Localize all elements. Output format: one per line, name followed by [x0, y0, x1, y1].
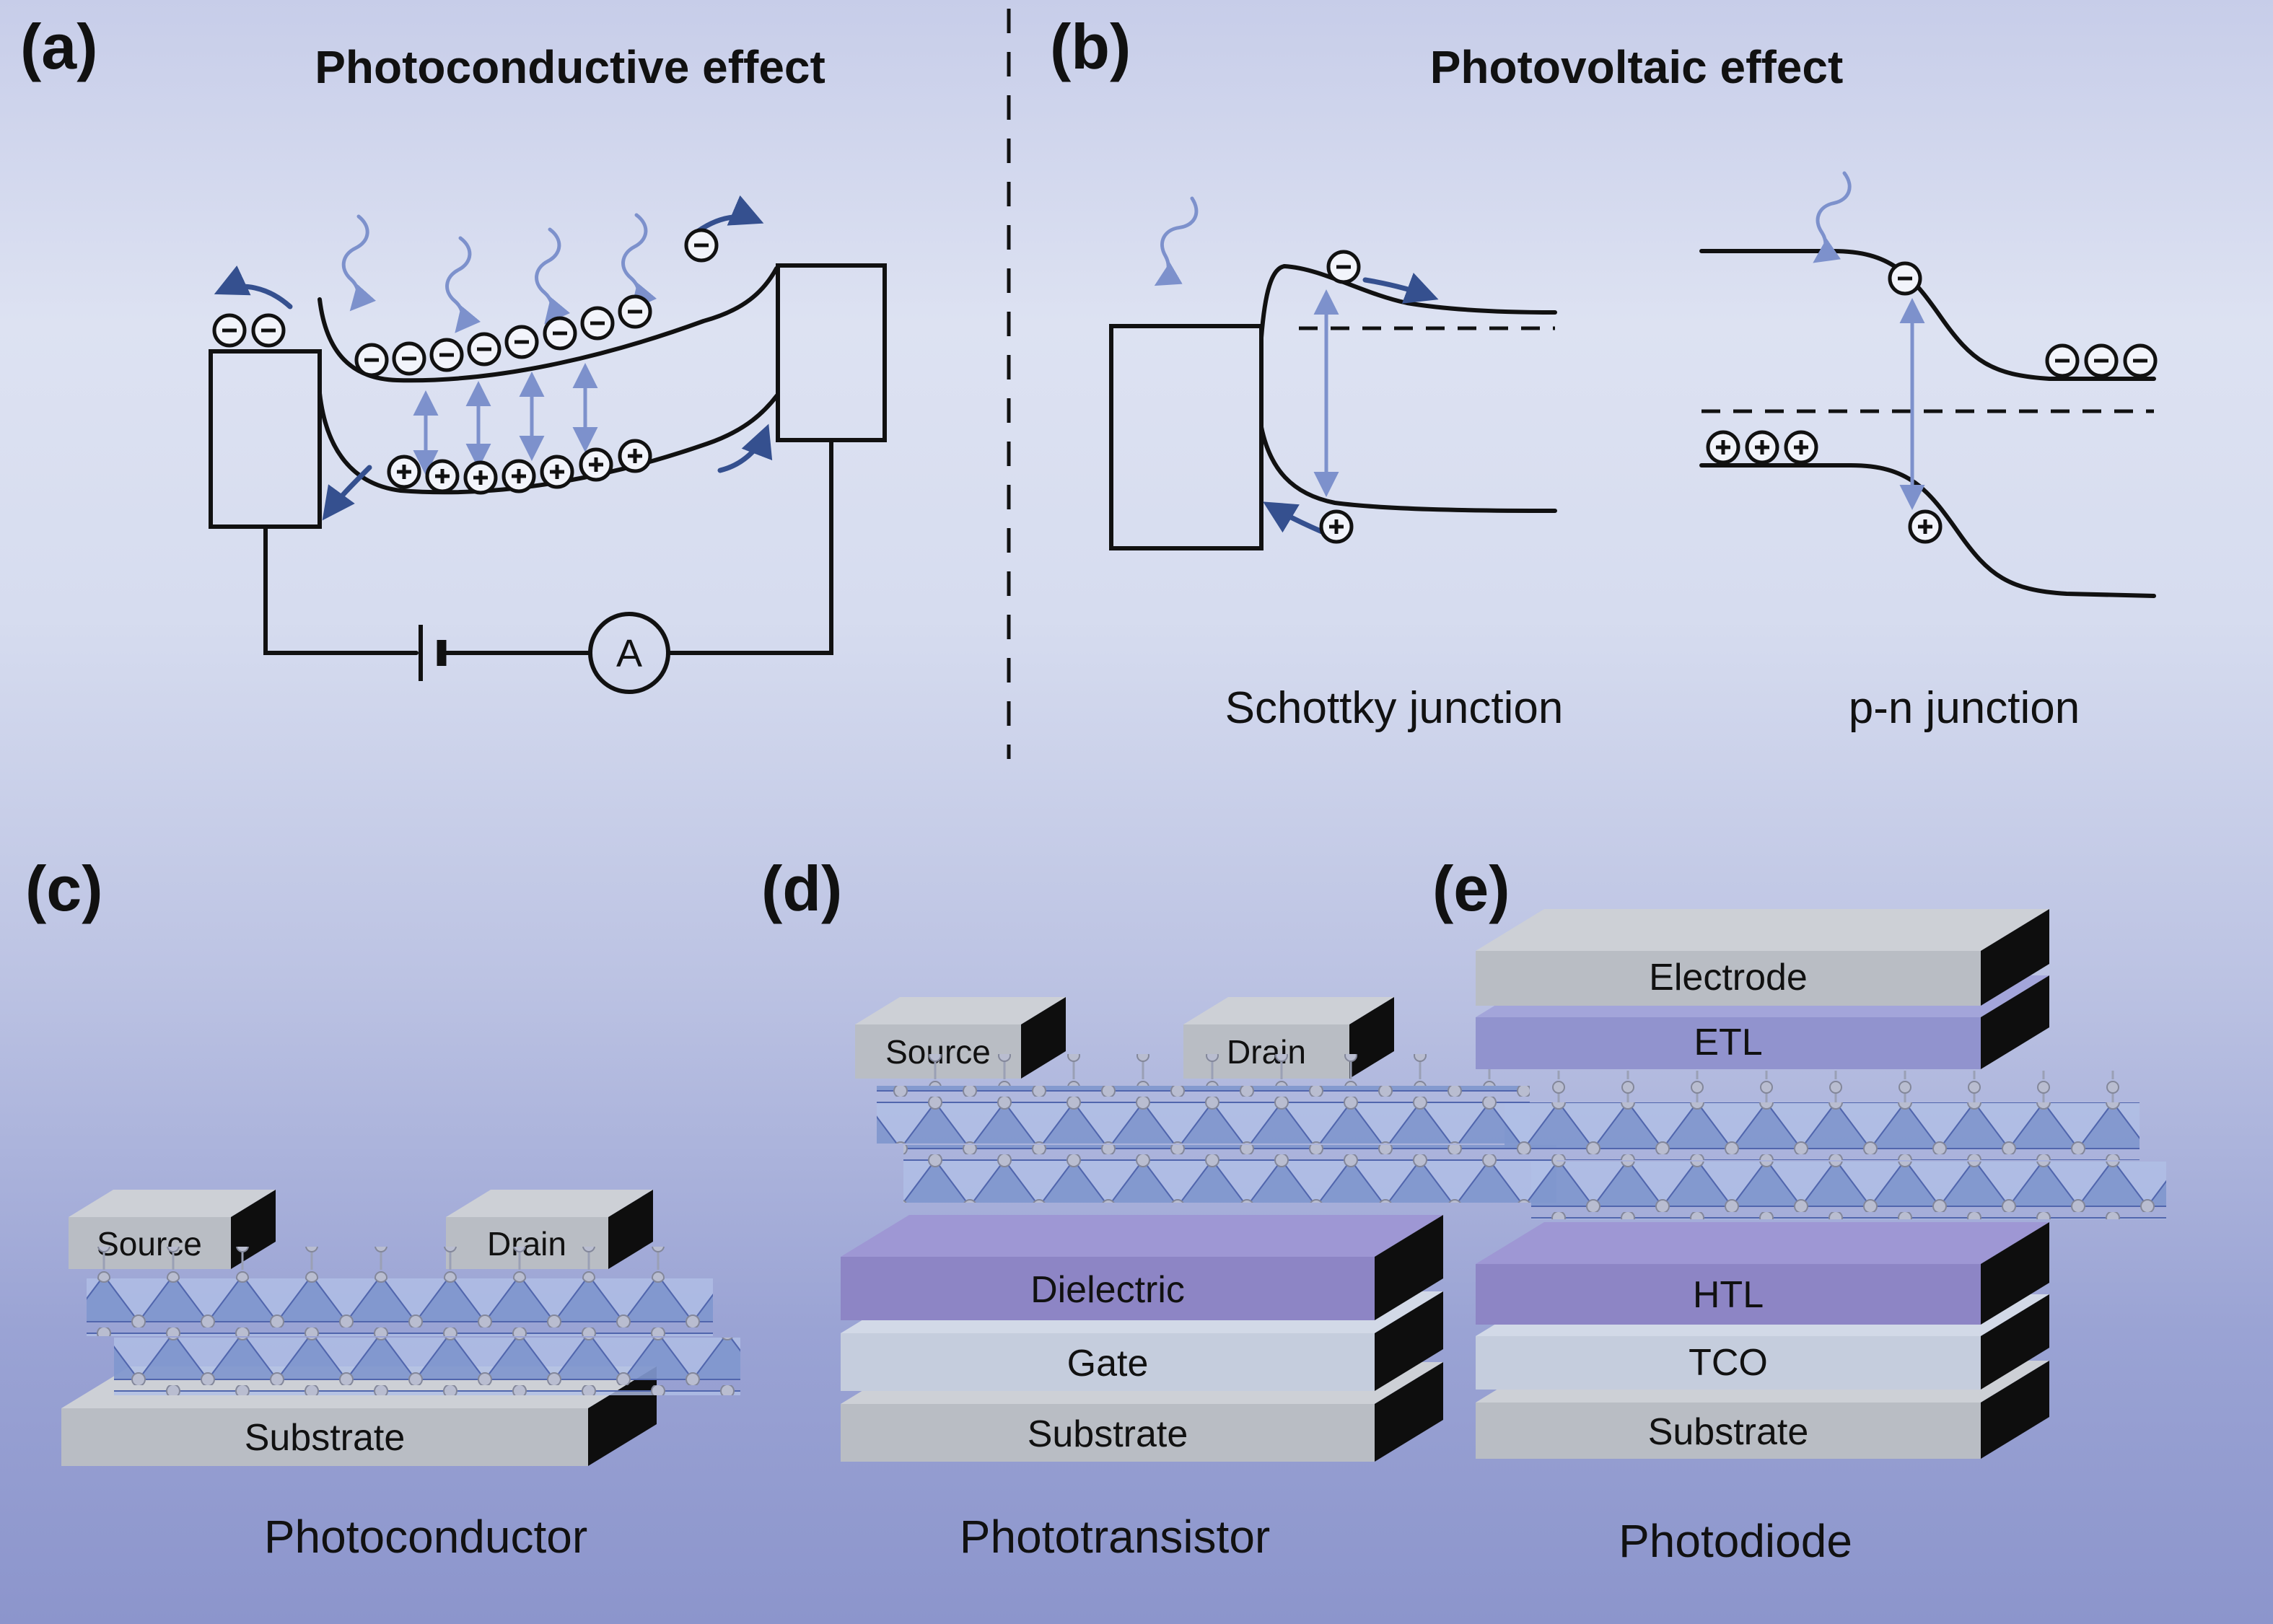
crystal-lattice: [87, 1247, 740, 1395]
pn-valence-band: [1699, 463, 2156, 598]
panel-a-photoconductive: (a) Photoconductive effect: [20, 11, 887, 694]
schottky-valence-band: [1259, 425, 1557, 513]
electron-to-left-electrode-arrow: [214, 265, 293, 310]
panel-d-tag: (d): [761, 853, 842, 924]
metal-electrode: [1109, 324, 1263, 550]
schottky-hole-drift-arrow: [1263, 501, 1325, 535]
conduction-band-curve: [317, 266, 779, 383]
panel-d-caption: Phototransistor: [960, 1511, 1270, 1563]
hole-to-left-electrode-arrow: [322, 465, 372, 521]
crystal-lattice: [1505, 1071, 2166, 1219]
panel-b-photovoltaic: (b) Photovoltaic effect Schottky junctio…: [1050, 11, 2155, 733]
valence-band-curve: [317, 391, 779, 495]
transition-arrows: [413, 363, 598, 475]
electrode-slab: Electrode: [1476, 909, 2049, 1006]
panel-c-photoconductor: (c) Substrate Source Drain Photocon: [25, 853, 740, 1563]
pn-conduction-band: [1699, 249, 2156, 381]
panel-b-title: Photovoltaic effect: [1430, 41, 1844, 93]
dielectric-label: Dielectric: [1030, 1269, 1185, 1311]
panel-c-tag: (c): [25, 853, 103, 924]
crystal-lattice: [877, 1054, 1556, 1203]
substrate-label: Substrate: [1028, 1413, 1188, 1455]
panel-e-photodiode: (e) Substrate TCO HTL E: [1432, 853, 2166, 1567]
tco-label: TCO: [1689, 1342, 1768, 1384]
panel-c-caption: Photoconductor: [264, 1511, 587, 1563]
htl-label: HTL: [1693, 1274, 1764, 1316]
hole-to-right-electrode-arrow: [717, 423, 773, 473]
pn-junction-diagram: p-n junction: [1699, 170, 2156, 733]
gate-label: Gate: [1067, 1343, 1149, 1384]
substrate-label: Substrate: [1648, 1411, 1809, 1453]
panel-b-tag: (b): [1050, 11, 1131, 82]
schottky-conduction-band: [1259, 263, 1557, 340]
dielectric-slab: Dielectric: [841, 1215, 1443, 1320]
schottky-electron-drift-arrow: [1362, 273, 1439, 304]
ammeter-label: A: [616, 632, 642, 675]
right-electrode: [776, 263, 887, 442]
schottky-junction-diagram: Schottky junction: [1109, 195, 1564, 733]
electrode-label: Electrode: [1649, 957, 1808, 998]
left-electrode: [209, 349, 322, 529]
panel-a-tag: (a): [20, 11, 98, 82]
panel-d-phototransistor: (d) Substrate Gate Dielectric Source: [761, 853, 1556, 1563]
substrate-label: Substrate: [245, 1417, 406, 1459]
pn-junction-label: p-n junction: [1849, 683, 2080, 733]
htl-slab: HTL: [1476, 1222, 2049, 1325]
panel-a-title: Photoconductive effect: [315, 41, 825, 93]
panel-e-caption: Photodiode: [1619, 1515, 1852, 1567]
etl-label: ETL: [1694, 1022, 1762, 1063]
bias-circuit: A: [263, 439, 833, 694]
panel-e-tag: (e): [1432, 853, 1510, 924]
schottky-junction-label: Schottky junction: [1225, 683, 1564, 733]
